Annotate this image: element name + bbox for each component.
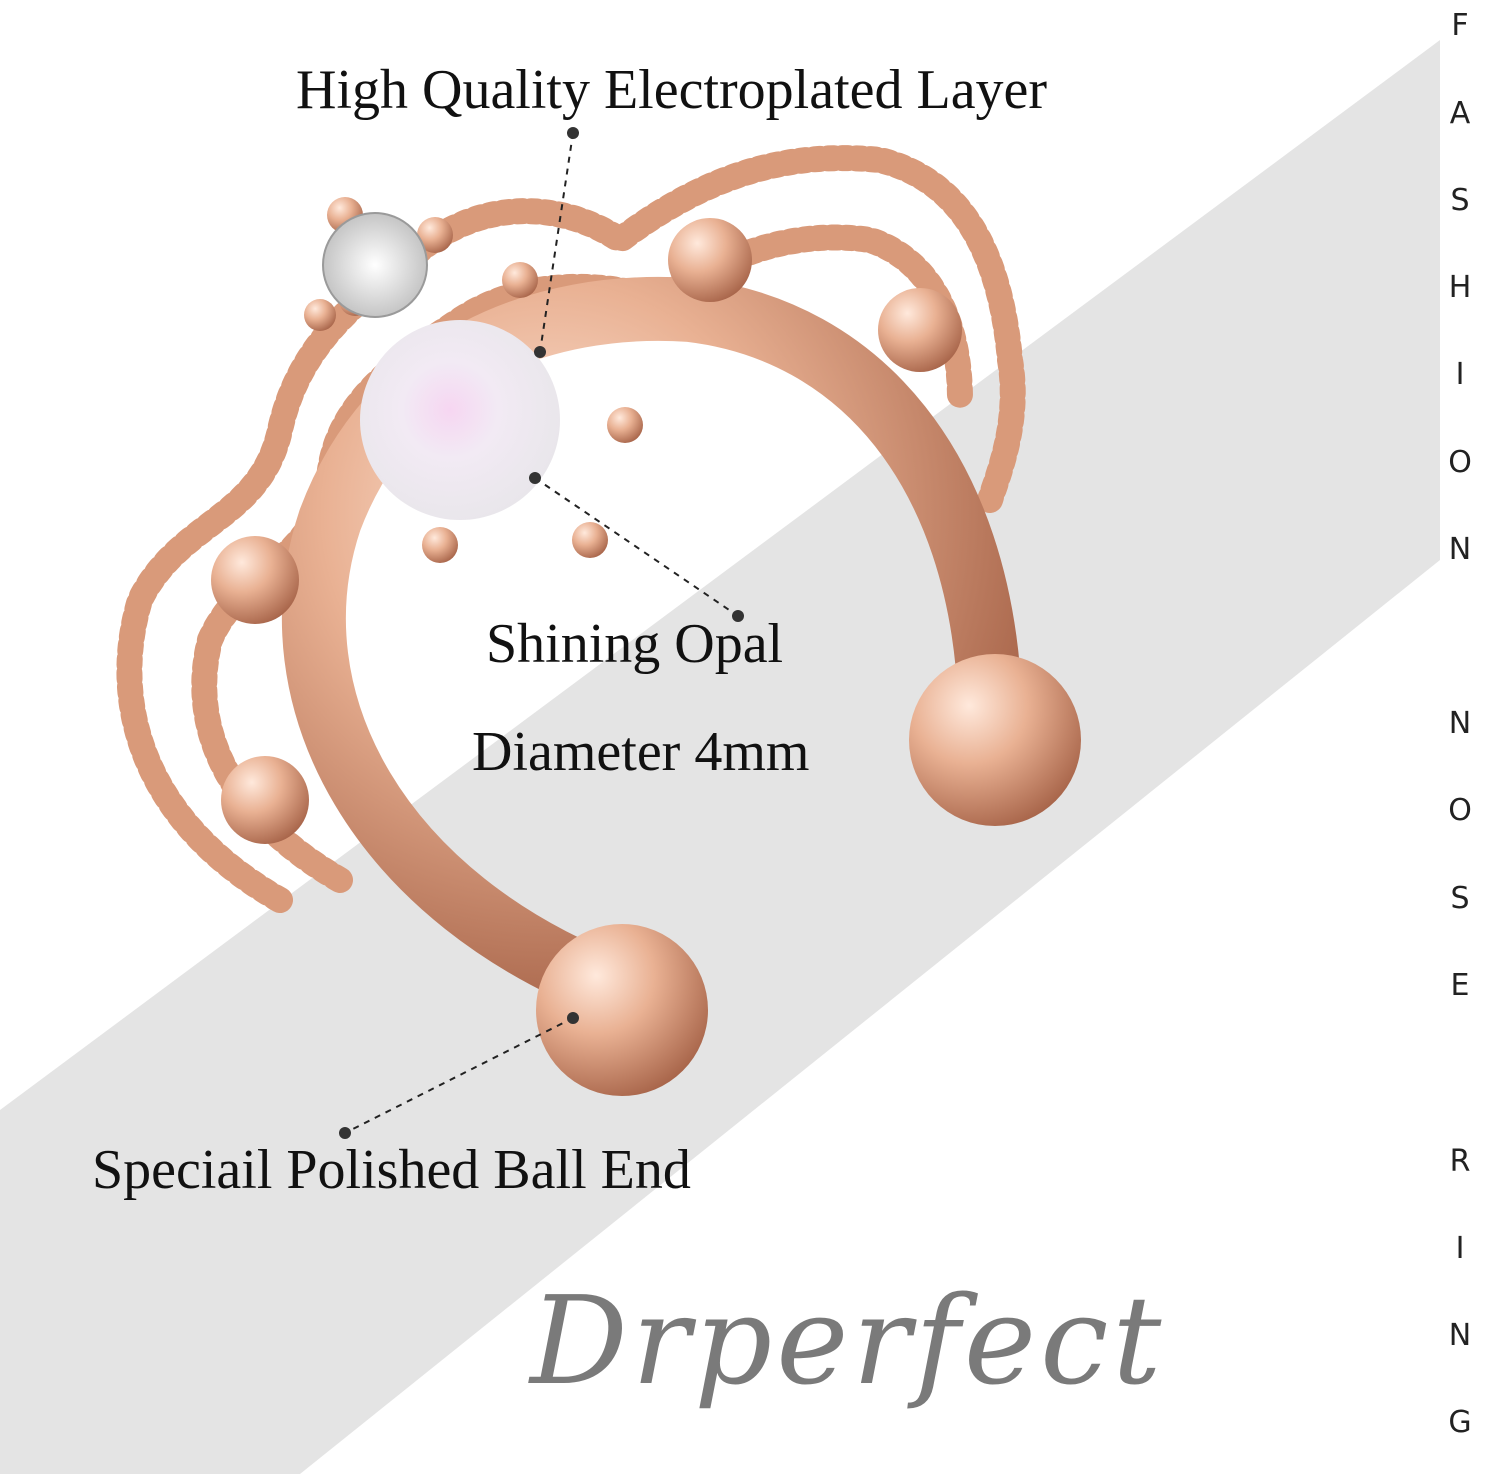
crown-bead: [211, 536, 299, 624]
crown-bead: [668, 218, 752, 302]
tagline-letter: R: [1449, 1144, 1471, 1179]
tagline-letter: A: [1449, 96, 1471, 131]
tagline-letter: F: [1451, 8, 1469, 43]
brand-wordmark: Drperfect: [530, 1270, 1166, 1412]
nose-ring-image: [116, 127, 1081, 1139]
crown-bead: [878, 288, 962, 372]
tagline-letter: H: [1448, 270, 1472, 305]
ball-end-bottom: [536, 924, 708, 1096]
callout-diameter: Diameter 4mm: [472, 721, 810, 783]
callout-electroplated-layer: High Quality Electroplated Layer: [296, 59, 1048, 121]
tagline-letter: S: [1450, 881, 1470, 916]
ball-end-right: [909, 654, 1081, 826]
callout-dots: [339, 127, 744, 1139]
tagline-letter: N: [1448, 706, 1472, 741]
callout-ball-end: Speciail Polished Ball End: [92, 1139, 691, 1201]
opal-stone: [360, 320, 560, 520]
tagline-letter: G: [1448, 1405, 1472, 1440]
tagline-letter: E: [1450, 968, 1470, 1003]
tagline-letter: O: [1448, 793, 1472, 828]
tagline-letter: S: [1450, 183, 1470, 218]
crystal-stone: [322, 212, 428, 318]
tagline-letter: O: [1448, 445, 1472, 480]
callout-leaders: [344, 132, 739, 1134]
callout-shining-opal: Shining Opal: [486, 613, 784, 675]
tagline-letter: I: [1455, 357, 1465, 392]
tagline-letter: N: [1448, 532, 1472, 567]
vertical-tagline: F A S H I O N N O S E R I N G: [1430, 0, 1490, 1474]
tagline-letter: N: [1448, 1318, 1472, 1353]
tagline-letter: I: [1455, 1231, 1465, 1266]
crown-bead: [221, 756, 309, 844]
